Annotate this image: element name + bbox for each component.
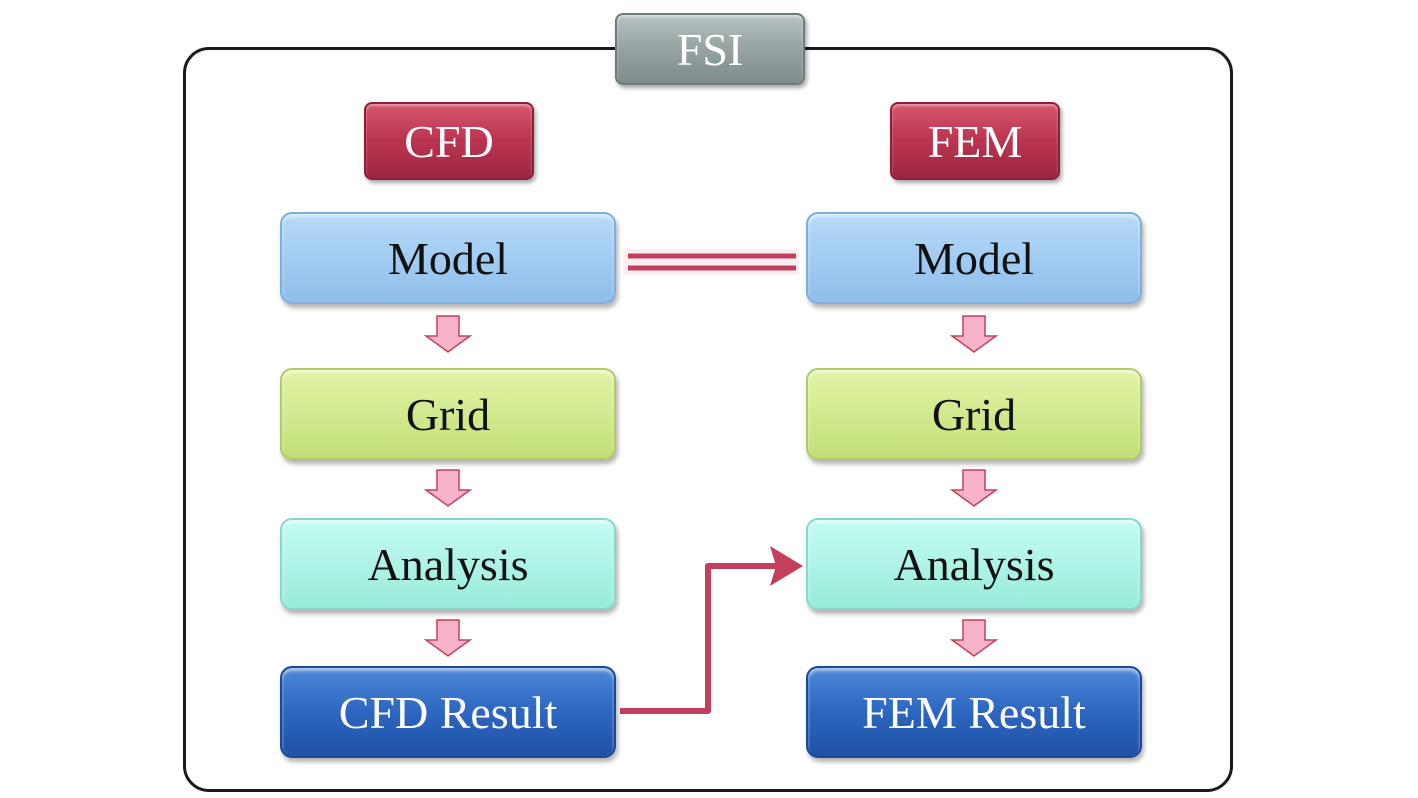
- fem-down-arrow-icon: [949, 315, 999, 353]
- model-link-double-line: [621, 247, 801, 277]
- cfd-result-box: CFD Result: [280, 666, 616, 758]
- fem-header-tag: FEM: [890, 102, 1060, 180]
- cfd-model-box: Model: [280, 212, 616, 304]
- cfd-analysis-box: Analysis: [280, 518, 616, 610]
- cfd-header-tag: CFD: [364, 102, 534, 180]
- cfd-down-arrow-icon: [423, 469, 473, 507]
- fem-analysis-box: Analysis: [806, 518, 1142, 610]
- fem-grid-box: Grid: [806, 368, 1142, 460]
- fem-down-arrow-icon: [949, 469, 999, 507]
- right-down-arrows: [949, 315, 999, 657]
- fem-down-arrow-icon: [949, 619, 999, 657]
- cfd-down-arrow-icon: [423, 619, 473, 657]
- fem-result-box: FEM Result: [806, 666, 1142, 758]
- left-down-arrows: [423, 315, 473, 657]
- cfd-to-fem-elbow-arrow: [620, 546, 803, 714]
- cfd-grid-box: Grid: [280, 368, 616, 460]
- cfd-down-arrow-icon: [423, 315, 473, 353]
- fsi-title-tag: FSI: [615, 13, 805, 85]
- fem-model-box: Model: [806, 212, 1142, 304]
